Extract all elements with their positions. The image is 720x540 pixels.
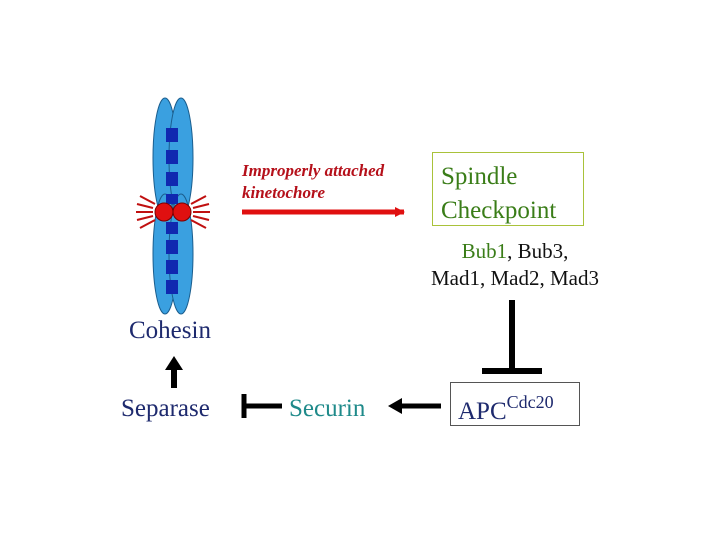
cdc20-superscript: Cdc20 [506, 392, 554, 412]
signal-rays-right [190, 195, 210, 229]
spindle-checkpoint-box [432, 152, 584, 226]
chromosome [152, 97, 194, 315]
apc-box [450, 382, 580, 426]
improper-line-1: Improperly attached [242, 161, 385, 180]
spindle-checkpoint-label: Spindle Checkpoint [441, 160, 556, 228]
checkpoint-proteins-label: Bub1, Bub3, Mad1, Mad2, Mad3 [412, 238, 618, 292]
cohesin-label: Cohesin [129, 317, 211, 344]
checkpoint-line-1: Spindle [441, 163, 518, 190]
separase-label: Separase [121, 395, 210, 422]
bub3-text: , Bub3, [507, 239, 569, 263]
bub-line: Bub1, Bub3, [412, 238, 618, 265]
signal-rays-left [136, 195, 156, 229]
arrow-apc-to-securin [388, 398, 441, 414]
mad-line: Mad1, Mad2, Mad3 [431, 266, 599, 290]
apc-text: APC [458, 398, 507, 425]
inhibit-checkpoint-to-apc [482, 300, 542, 374]
improperly-attached-label: Improperly attached kinetochore [242, 160, 384, 204]
apc-cdc20-label: APCCdc20 [458, 393, 554, 424]
inhibit-securin-to-separase [241, 394, 282, 418]
checkpoint-line-2: Checkpoint [441, 197, 557, 224]
improper-line-2: kinetochore [242, 183, 326, 202]
bub1-text: Bub1 [461, 239, 508, 263]
securin-label: Securin [289, 395, 366, 422]
arrow-separase-to-cohesin [165, 356, 183, 388]
